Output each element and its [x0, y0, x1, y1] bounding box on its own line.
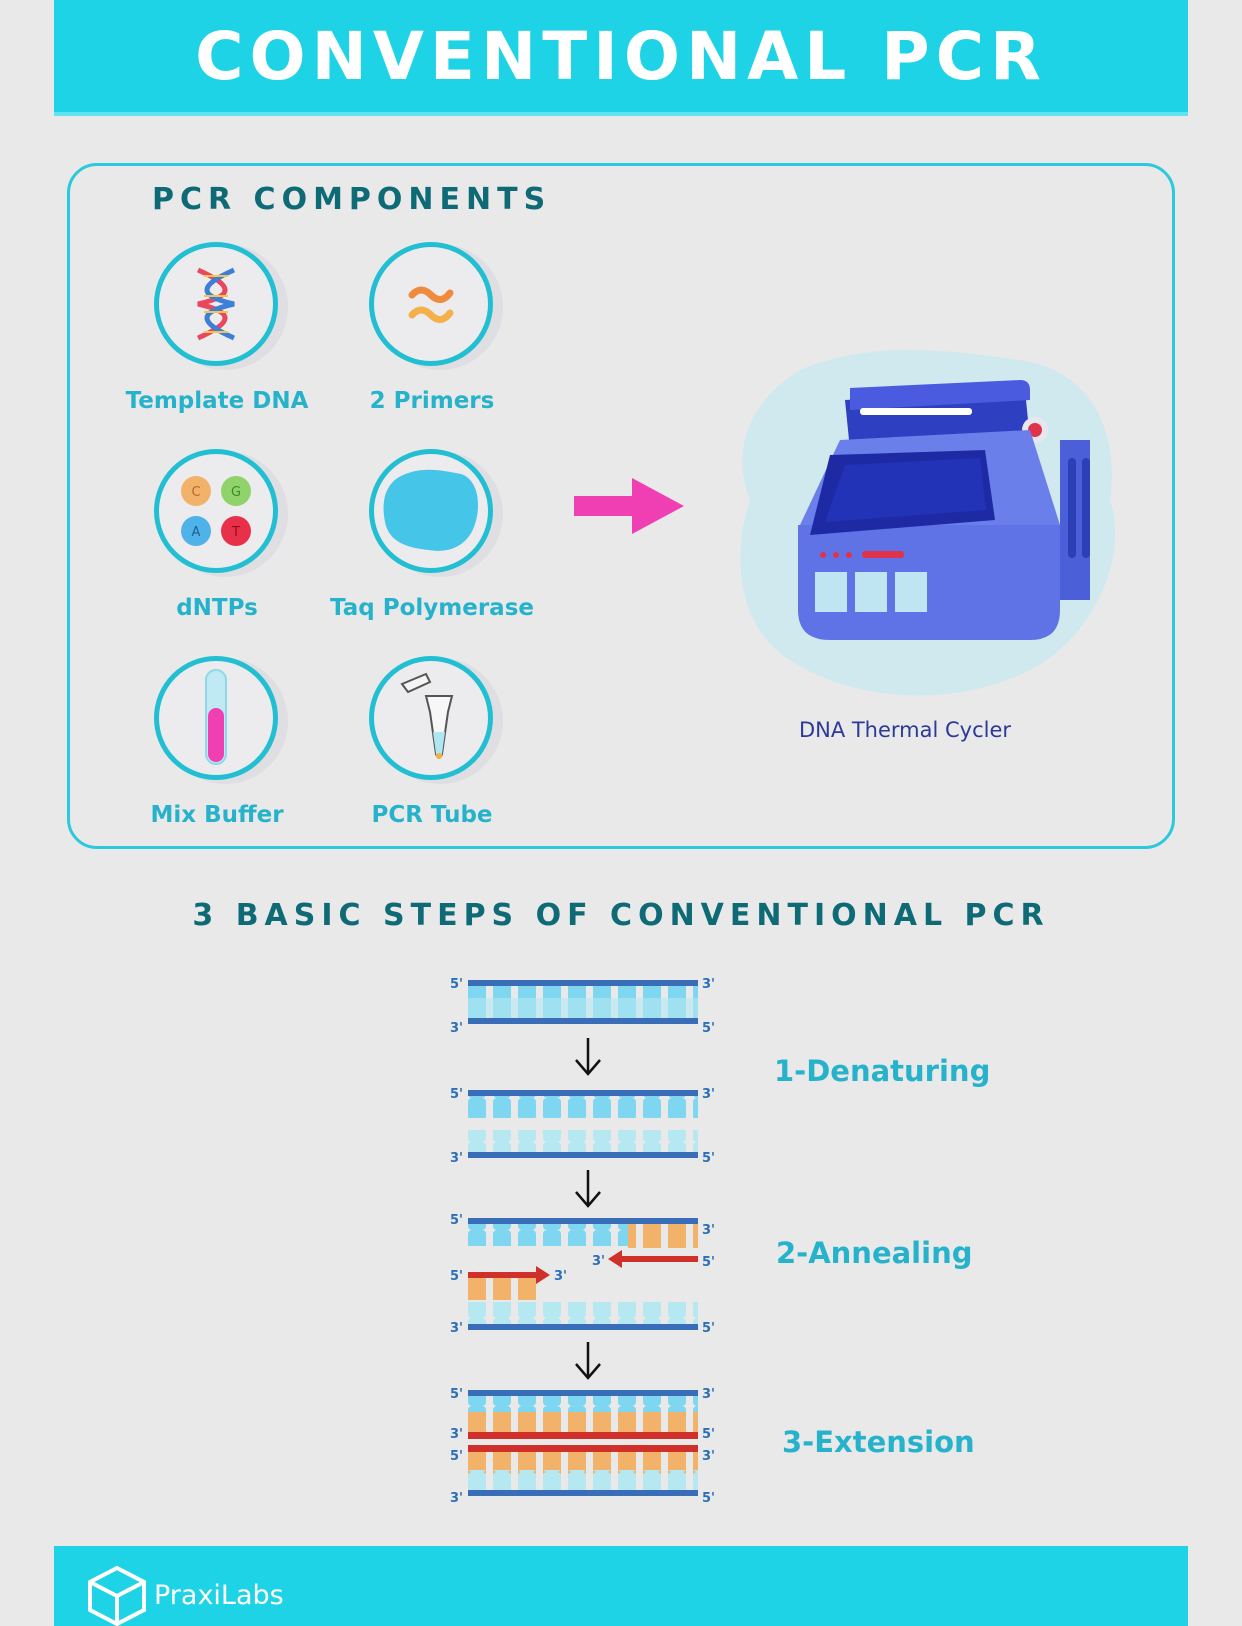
base-label: G [231, 485, 241, 500]
step-denaturing: 1-Denaturing [774, 1054, 991, 1088]
five-prime-label: 5' [450, 1087, 463, 1102]
three-prime-label: 3' [554, 1269, 567, 1284]
component-label: PCR Tube [371, 802, 493, 828]
five-prime-label: 5' [450, 1387, 463, 1402]
three-prime-label: 3' [702, 1449, 715, 1464]
brand-name: PraxiLabs [154, 1579, 284, 1611]
five-prime-label: 5' [450, 1269, 463, 1284]
base-label: A [192, 525, 201, 540]
dna-helix-icon [154, 242, 278, 366]
component-taq-polymerase: Taq Polymerase [322, 449, 542, 621]
component-pcr-tube: PCR Tube [322, 656, 542, 828]
component-label: 2 Primers [369, 388, 495, 414]
footer-banner: PraxiLabs [54, 1546, 1188, 1626]
dntps-icon: C G A T [154, 449, 278, 573]
three-prime-label: 3' [702, 1087, 715, 1102]
component-template-dna: Template DNA [107, 242, 327, 414]
base-label: T [231, 525, 240, 540]
components-title: PCR COMPONENTS [152, 182, 552, 217]
header-banner: CONVENTIONAL PCR [54, 0, 1188, 116]
five-prime-label: 5' [450, 1213, 463, 1228]
five-prime-label: 5' [702, 1255, 715, 1270]
thermal-cycler-icon [730, 340, 1130, 714]
three-prime-label: 3' [702, 1223, 715, 1238]
three-prime-label: 3' [450, 1491, 463, 1506]
component-primers: 2 Primers [322, 242, 542, 414]
component-mix-buffer: Mix Buffer [107, 656, 327, 828]
component-label: Template DNA [125, 388, 309, 414]
arrow-right-icon [574, 478, 684, 538]
five-prime-label: 5' [702, 1321, 715, 1336]
test-tube-icon [154, 656, 278, 780]
three-prime-label: 3' [592, 1254, 605, 1269]
cube-logo-icon [88, 1565, 146, 1626]
five-prime-label: 5' [702, 1491, 715, 1506]
praxilabs-logo: PraxiLabs [84, 1564, 284, 1626]
step-annealing: 2-Annealing [776, 1236, 973, 1270]
base-label: C [191, 485, 200, 500]
five-prime-label: 5' [702, 1151, 715, 1166]
component-label: dNTPs [176, 595, 258, 621]
pcr-steps-diagram: 5' 3' 3' 5' 5' 3' 3' 5' 3' 5' 3' 5' 3' 5… [440, 966, 730, 1520]
step-extension: 3-Extension [782, 1425, 975, 1459]
five-prime-label: 5' [702, 1021, 715, 1036]
three-prime-label: 3' [702, 1387, 715, 1402]
components-panel [67, 163, 1175, 849]
component-label: Taq Polymerase [330, 595, 534, 621]
component-dntps: C G A T dNTPs [107, 449, 327, 621]
pcr-tube-icon [369, 656, 493, 780]
three-prime-label: 3' [702, 977, 715, 992]
primers-icon [369, 242, 493, 366]
five-prime-label: 5' [702, 1427, 715, 1442]
steps-title: 3 BASIC STEPS OF CONVENTIONAL PCR [192, 898, 1050, 933]
component-label: Mix Buffer [150, 802, 284, 828]
three-prime-label: 3' [450, 1151, 463, 1166]
five-prime-label: 5' [450, 1449, 463, 1464]
three-prime-label: 3' [450, 1021, 463, 1036]
three-prime-label: 3' [450, 1321, 463, 1336]
polymerase-blob-icon [369, 449, 493, 573]
page-title: CONVENTIONAL PCR [195, 17, 1047, 95]
five-prime-label: 5' [450, 977, 463, 992]
thermal-cycler-label: DNA Thermal Cycler [798, 718, 1012, 742]
three-prime-label: 3' [450, 1427, 463, 1442]
